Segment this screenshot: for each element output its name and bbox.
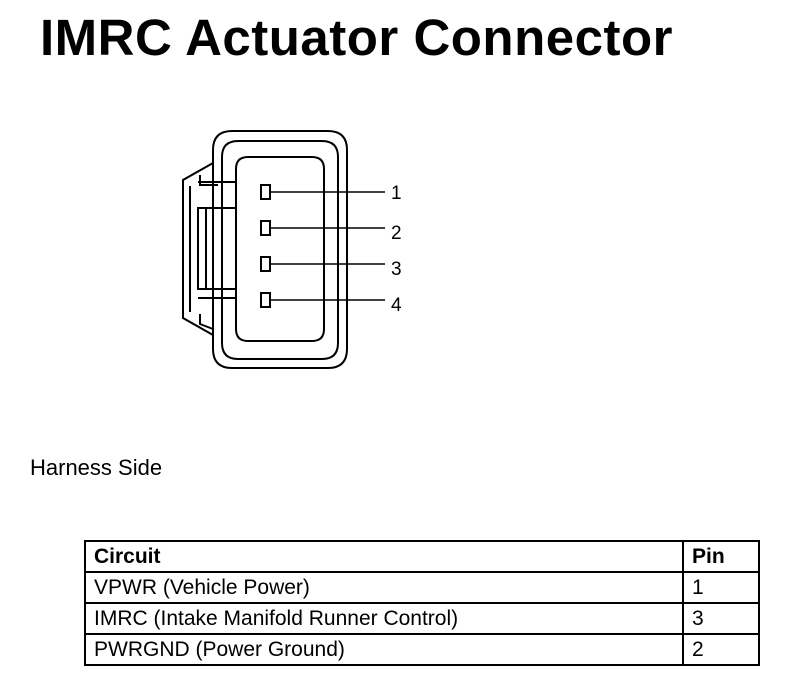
pin-label-1: 1 [391, 183, 402, 204]
circuit-cell: IMRC (Intake Manifold Runner Control) [84, 602, 684, 635]
connector-latch [182, 162, 214, 336]
harness-side-label: Harness Side [30, 455, 163, 480]
circuit-cell: VPWR (Vehicle Power) [84, 571, 684, 604]
page-title: IMRC Actuator Connector [40, 9, 673, 66]
table-row: IMRC (Intake Manifold Runner Control) 3 [84, 602, 760, 635]
table-header-row: Circuit Pin [84, 540, 760, 573]
connector-diagram: 1 2 3 4 [182, 130, 402, 369]
pin-column-header: Pin [682, 540, 760, 573]
connector-latch-window [197, 207, 237, 290]
circuit-cell: PWRGND (Power Ground) [84, 633, 684, 666]
circuit-column-header: Circuit [84, 540, 684, 573]
connector-outer-shell [212, 130, 348, 369]
pin-cell: 3 [682, 602, 760, 635]
table-row: PWRGND (Power Ground) 2 [84, 633, 760, 666]
pin-4 [260, 292, 271, 308]
pin-label-2: 2 [391, 223, 402, 244]
pin-3 [260, 256, 271, 272]
circuit-table: Circuit Pin VPWR (Vehicle Power) 1 IMRC … [84, 540, 760, 666]
pin-cell: 1 [682, 571, 760, 604]
pin-1 [260, 184, 271, 200]
pin-cell: 2 [682, 633, 760, 666]
connector-inner-shell [221, 140, 339, 360]
table-row: VPWR (Vehicle Power) 1 [84, 571, 760, 604]
pin-label-3: 3 [391, 259, 402, 280]
connector-pin-cavity [235, 156, 325, 342]
pin-2 [260, 220, 271, 236]
pin-label-4: 4 [391, 295, 402, 316]
